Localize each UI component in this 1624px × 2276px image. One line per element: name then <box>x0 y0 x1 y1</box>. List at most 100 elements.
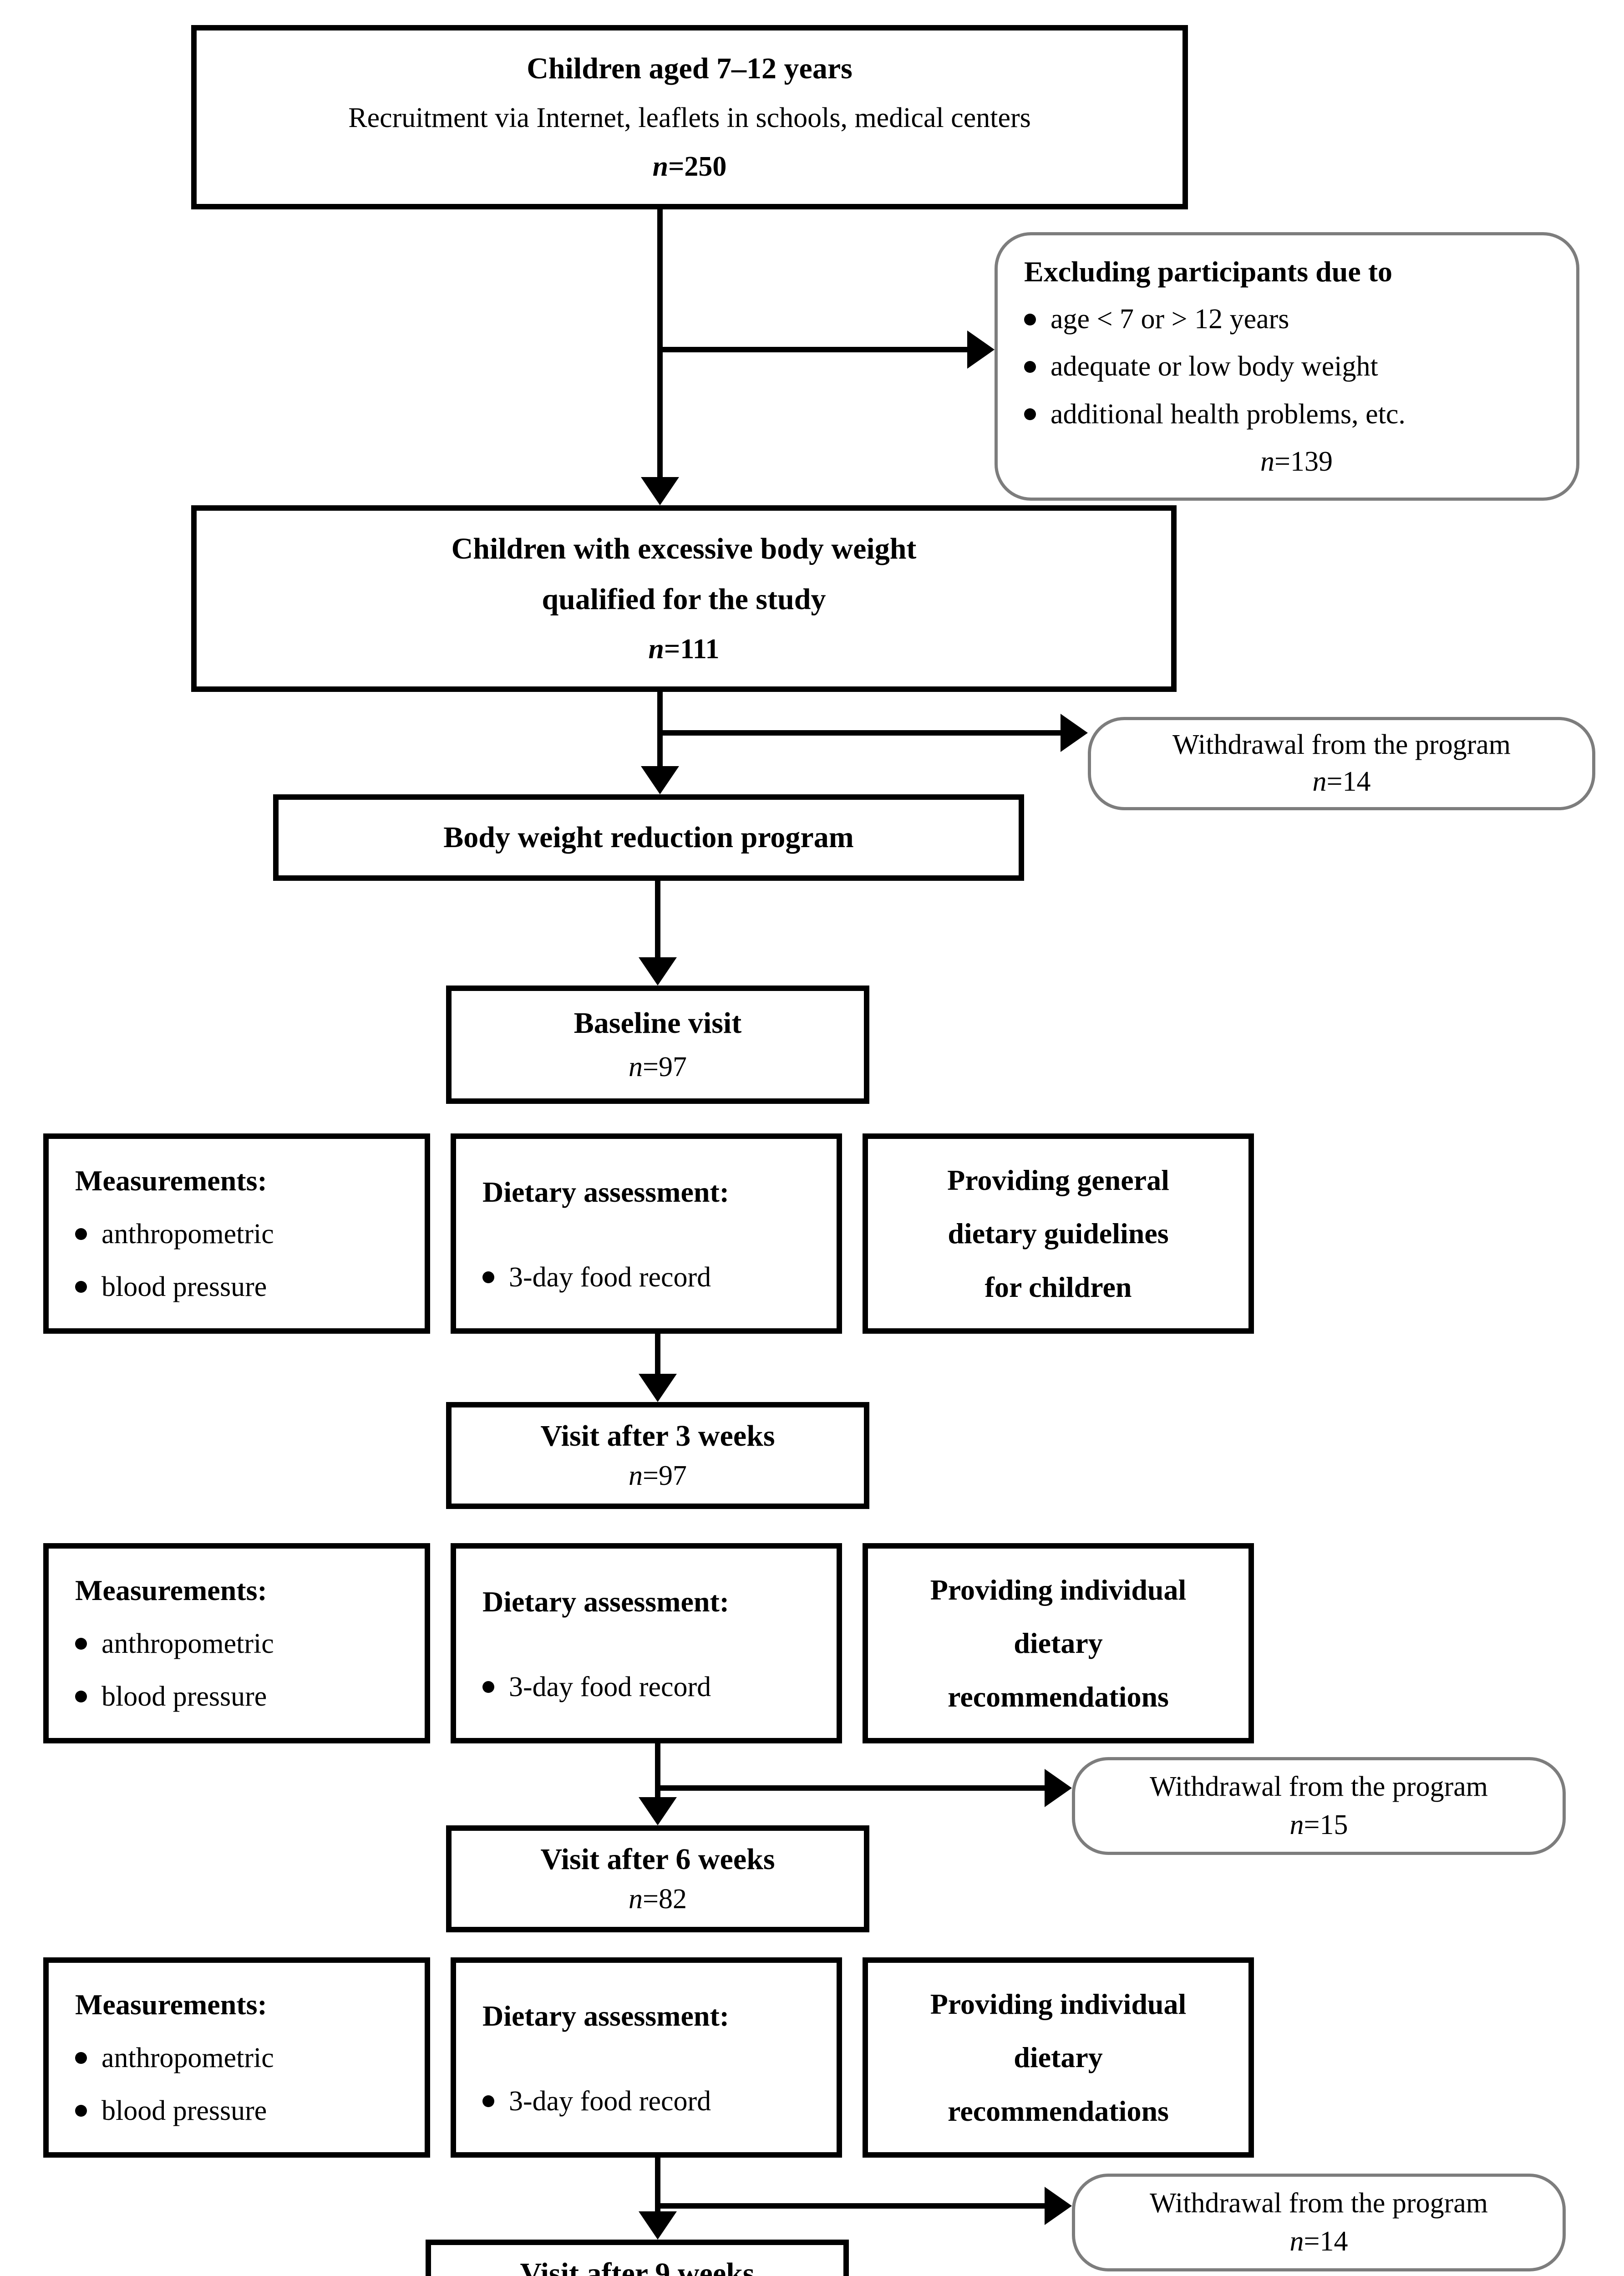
dietary-box-2: Dietary assessment: 3-day food record <box>451 1543 842 1743</box>
connector-to-withdrawal-3 <box>655 2203 1045 2209</box>
connector-to-withdrawal-2 <box>655 1785 1045 1791</box>
visit-n: n=82 <box>629 1884 687 1915</box>
arrowhead-down-icon <box>639 2211 677 2240</box>
connector-program-to-baseline <box>655 881 660 958</box>
bullet-dot-icon <box>1024 361 1036 373</box>
visit-n: n=97 <box>629 1460 687 1492</box>
measurements-box-1: Measurements: anthropometric blood press… <box>43 1133 430 1334</box>
connector-row3-to-visit9 <box>655 2157 660 2212</box>
withdrawal-n: n=14 <box>1289 2225 1348 2257</box>
visit-title: Visit after 3 weeks <box>540 1419 775 1453</box>
withdrawal-box-3: Withdrawal from the program n=14 <box>1072 2174 1566 2271</box>
exclusion-n: n=139 <box>1260 446 1333 477</box>
bullet-dot-icon <box>75 1281 87 1293</box>
baseline-visit-box: Baseline visit n=97 <box>446 986 869 1104</box>
measurements-bullet: blood pressure <box>75 2095 267 2127</box>
connector-recruitment-to-qualified <box>657 209 663 478</box>
qualified-line2: qualified for the study <box>542 583 826 616</box>
visit-9-weeks-box: Visit after 9 weeks n=68 <box>426 2240 849 2276</box>
visit-3-weeks-box: Visit after 3 weeks n=97 <box>446 1402 869 1509</box>
arrowhead-down-icon <box>641 477 679 505</box>
visit-n: n=97 <box>629 1051 687 1082</box>
qualified-n: n=111 <box>648 633 720 665</box>
providing-line: Providing general <box>947 1163 1169 1196</box>
bullet-dot-icon <box>1024 408 1036 421</box>
arrowhead-right-icon <box>967 330 995 369</box>
bullet-dot-icon <box>75 1228 87 1240</box>
program-box: Body weight reduction program <box>273 794 1024 881</box>
qualified-box: Children with excessive body weight qual… <box>191 505 1177 692</box>
dietary-title: Dietary assessment: <box>482 1585 730 1618</box>
recruitment-n: n=250 <box>652 151 727 183</box>
visit-title: Visit after 6 weeks <box>540 1842 775 1876</box>
arrowhead-right-icon <box>1045 2187 1072 2225</box>
visit-6-weeks-box: Visit after 6 weeks n=82 <box>446 1825 869 1932</box>
arrowhead-down-icon <box>639 957 677 986</box>
exclusion-bullet: age < 7 or > 12 years <box>1024 303 1289 335</box>
bullet-dot-icon <box>75 2052 87 2064</box>
measurements-bullet: blood pressure <box>75 1271 267 1303</box>
providing-line: Providing individual <box>930 1573 1187 1606</box>
connector-row2-to-visit6 <box>655 1743 660 1798</box>
arrowhead-right-icon <box>1061 714 1088 752</box>
measurements-bullet: anthropometric <box>75 1628 274 1660</box>
connector-qualified-to-program <box>657 692 663 767</box>
arrowhead-right-icon <box>1045 1769 1072 1807</box>
exclusion-bullet: adequate or low body weight <box>1024 351 1378 383</box>
dietary-title: Dietary assessment: <box>482 2000 730 2032</box>
measurements-bullet: anthropometric <box>75 2042 274 2074</box>
program-title: Body weight reduction program <box>443 821 854 854</box>
bullet-dot-icon <box>75 1691 87 1703</box>
withdrawal-box-2: Withdrawal from the program n=15 <box>1072 1757 1566 1855</box>
measurements-title: Measurements: <box>75 1574 267 1606</box>
bullet-dot-icon <box>482 2095 494 2108</box>
bullet-dot-icon <box>1024 313 1036 325</box>
bullet-dot-icon <box>482 1681 494 1693</box>
recruitment-box: Children aged 7–12 years Recruitment via… <box>191 25 1188 209</box>
arrowhead-down-icon <box>641 766 679 794</box>
providing-line: dietary <box>1014 1627 1103 1660</box>
withdrawal-text: Withdrawal from the program <box>1150 2187 1488 2219</box>
measurements-bullet: anthropometric <box>75 1218 274 1250</box>
providing-line: Providing individual <box>930 1987 1187 2020</box>
providing-line: dietary guidelines <box>948 1217 1169 1250</box>
measurements-box-3: Measurements: anthropometric blood press… <box>43 1957 430 2158</box>
dietary-bullet: 3-day food record <box>482 1671 711 1703</box>
measurements-title: Measurements: <box>75 1988 267 2021</box>
qualified-line1: Children with excessive body weight <box>451 532 917 565</box>
withdrawal-n: n=14 <box>1312 766 1371 798</box>
exclusion-box: Excluding participants due to age < 7 or… <box>995 232 1579 501</box>
arrowhead-down-icon <box>639 1374 677 1402</box>
dietary-box-3: Dietary assessment: 3-day food record <box>451 1957 842 2158</box>
recruitment-subtitle: Recruitment via Internet, leaflets in sc… <box>348 102 1031 134</box>
connector-row1-to-visit3 <box>655 1333 660 1375</box>
exclusion-bullet: additional health problems, etc. <box>1024 398 1406 431</box>
connector-to-exclusion <box>657 347 967 352</box>
dietary-title: Dietary assessment: <box>482 1176 730 1208</box>
providing-box-3: Providing individual dietary recommendat… <box>863 1957 1254 2158</box>
bullet-dot-icon <box>75 1638 87 1650</box>
recruitment-title: Children aged 7–12 years <box>527 51 853 85</box>
providing-box-2: Providing individual dietary recommendat… <box>863 1543 1254 1743</box>
withdrawal-text: Withdrawal from the program <box>1172 729 1511 761</box>
visit-title: Visit after 9 weeks <box>520 2256 755 2276</box>
exclusion-title: Excluding participants due to <box>1024 255 1393 288</box>
measurements-bullet: blood pressure <box>75 1681 267 1713</box>
visit-title: Baseline visit <box>573 1006 742 1040</box>
withdrawal-text: Withdrawal from the program <box>1150 1771 1488 1802</box>
measurements-box-2: Measurements: anthropometric blood press… <box>43 1543 430 1743</box>
dietary-box-1: Dietary assessment: 3-day food record <box>451 1133 842 1334</box>
dietary-bullet: 3-day food record <box>482 2085 711 2118</box>
withdrawal-n: n=15 <box>1289 1809 1348 1840</box>
providing-line: recommendations <box>948 2094 1169 2127</box>
dietary-bullet: 3-day food record <box>482 1261 711 1294</box>
measurements-title: Measurements: <box>75 1164 267 1197</box>
providing-box-1: Providing general dietary guidelines for… <box>863 1133 1254 1334</box>
arrowhead-down-icon <box>639 1797 677 1825</box>
bullet-dot-icon <box>75 2105 87 2117</box>
connector-to-withdrawal-1 <box>657 730 1061 736</box>
bullet-dot-icon <box>482 1271 494 1284</box>
providing-line: dietary <box>1014 2041 1103 2074</box>
withdrawal-box-1: Withdrawal from the program n=14 <box>1088 717 1595 810</box>
